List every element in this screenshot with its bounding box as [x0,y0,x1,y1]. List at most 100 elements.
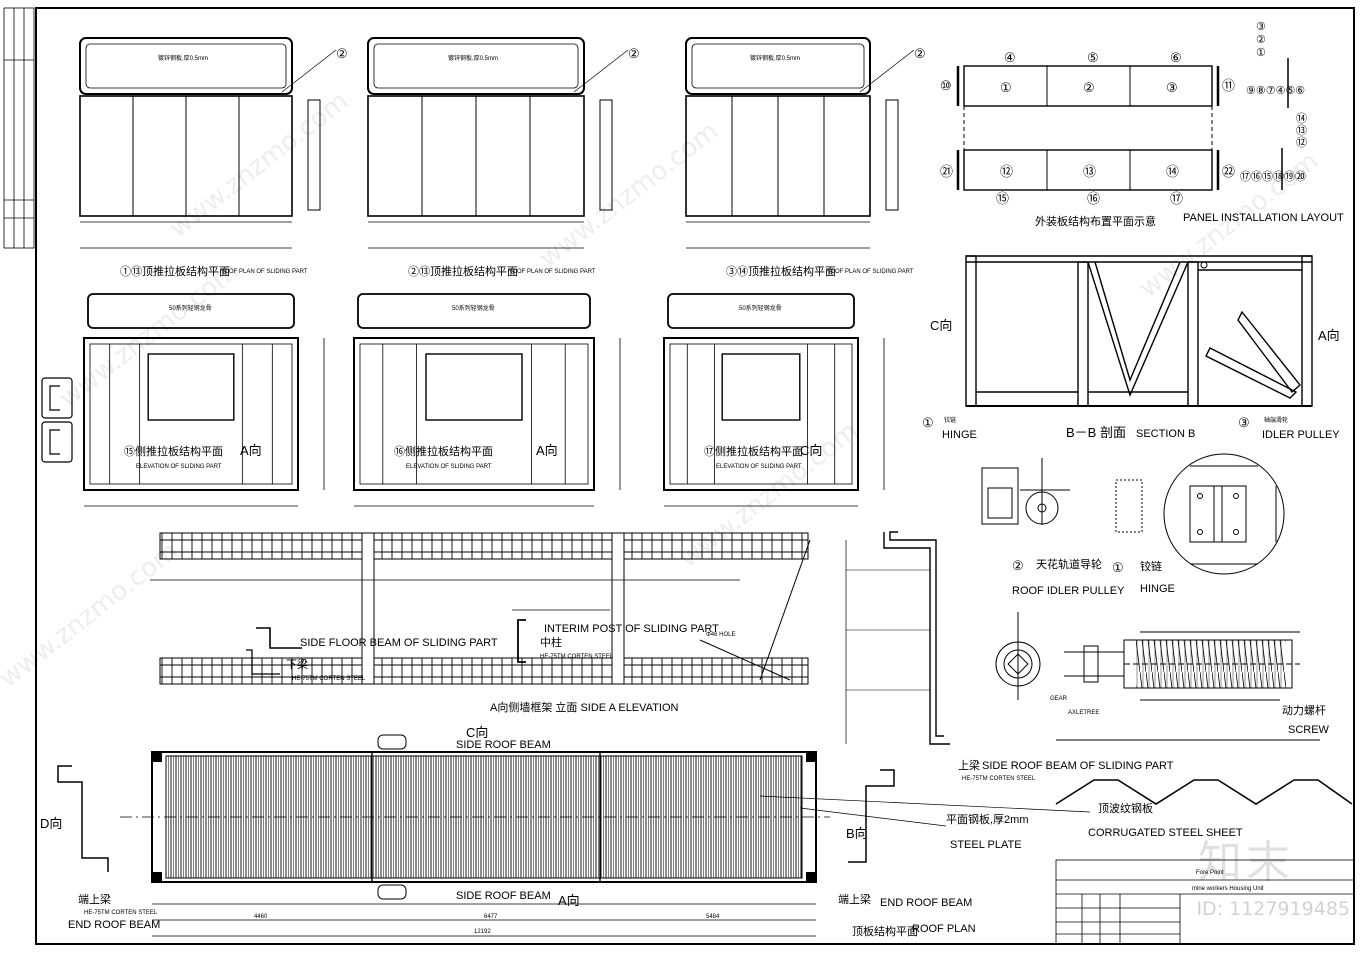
top-beam-spec: HE-75TM CORTEN STEEL [962,776,1036,782]
plate-leader [799,807,947,827]
layout-stack-mid-2: ⑬ [1296,124,1307,137]
elev-dir-2: A向 [536,443,558,458]
layout-bottom-row-numbers: ⑰⑯⑮⑱⑲⑳ [1240,170,1306,183]
image-id-label: ID: 1127919485 [1196,898,1350,920]
interim-post-spec: HE-75TM CORTEN STEEL [540,654,614,660]
elev-bar-label-1: 50系列轻钢龙骨 [169,304,212,312]
elevations-of-sliding-part: 50系列轻钢龙骨 ⑮侧推拉板结构平面 A向 ELEVATION OF SLIDING … [83,293,885,507]
end-beam-left-en: END ROOF BEAM [68,919,160,931]
roof-dim-left: 4460 [254,914,268,920]
plan-title-en-3: ROOF PLAN OF SLIDING PART [826,269,914,275]
elev-bar-label-2: 50系列轻钢龙骨 [452,304,495,312]
layout-panel-13: ⑬ [1083,164,1096,179]
channel-section-detail [41,377,73,463]
screw-thread [1136,640,1286,688]
layout-side-left-1: ⑩ [940,78,952,93]
side-roof-beam-detail [845,531,950,745]
section-left-dir: C向 [930,318,952,333]
roof-plan-title-en: ROOF PLAN [912,923,976,935]
detail-pulley-number: ② [1012,558,1024,573]
roof-dim-total: 12192 [474,929,491,935]
title-block [1055,859,1355,945]
detail-screw-en: SCREW [1288,724,1330,736]
floor-beam-profile-2 [246,649,280,675]
layout-stack-mid-3: ⑫ [1296,136,1307,149]
elev-title-1: ⑮侧推拉板结构平面 [124,444,223,458]
elev-title-2: ⑯侧推拉板结构平面 [394,444,493,458]
top-beam-cn: 上梁 [958,758,980,772]
brand-logo: 知末 [1198,837,1294,888]
detail-hinge-number: ① [1112,560,1124,575]
end-beam-right-profile [848,769,895,863]
interim-post-label: INTERIM POST OF SLIDING PART [544,623,719,635]
corrugated-cn: 顶波纹钢板 [1098,801,1153,815]
title-block-project: mine workers Housing Unit [1192,886,1264,892]
detail-hinge-cn: 铰链 [1140,559,1162,573]
section-hinge-cn: 铰链 [944,416,956,424]
layout-stack-top-2: ② [1256,34,1266,46]
section-title: B－B 剖面 [1066,425,1126,440]
layout-bottom-circle-3: ⑰ [1170,191,1183,206]
end-beam-right-cn: 端上梁 [838,892,871,906]
detail-axletree: AXLETREE [1068,710,1099,716]
section-b-b: C向 A向 ① 铰链 HINGE B－B 剖面 SECTION B ③ 轴端滑轮… [922,255,1340,441]
elev-title-en-3: ELEVATION OF SLIDING PART [716,464,802,470]
plan-title-en-1: ROOF PLAN OF SLIDING PART [220,269,308,275]
hole-label: Φ46 HOLE [706,632,735,638]
elev-dir-1: A向 [240,443,262,458]
plan-title-en-2: ROOF PLAN OF SLIDING PART [508,269,596,275]
left-revision-strip [3,7,35,249]
roof-d-dir: D向 [40,816,62,831]
plan-bar-label-3: 镀锌钢板,厚0.5mm [750,54,800,62]
layout-bottom-circle-1: ⑮ [996,191,1009,206]
layout-side-right-1: ⑪ [1222,78,1235,93]
roof-plan-title-cn: 顶板结构平面 [852,924,918,938]
plan-title-3: ③⑭顶推拉板结构平面 [726,264,836,278]
layout-side-left-2: ㉑ [940,164,953,179]
side-roof-beam-bottom: SIDE ROOF BEAM [456,890,551,902]
interim-post-cn: 中柱 [540,635,562,649]
section-hinge-number: ① [922,415,934,430]
layout-title-en: PANEL INSTALLATION LAYOUT [1183,212,1344,224]
panel-installation-layout: ④ ⑤ ⑥ ① ② ③ ⑩ ⑪ ⑫ ⑬ ⑭ ㉑ ㉒ ⑮ ⑯ ⑰ ③ ② ① ⑨⑧… [940,21,1344,228]
plan-bar-label-1: 镀锌钢板,厚0.5mm [158,54,208,62]
sheet-border [35,7,1355,945]
plan-title-1: ①⑬顶推拉板结构平面 [120,264,230,278]
elev-bar-label-3: 50系列轻钢龙骨 [739,304,782,312]
roof-dim-right: 5484 [706,914,720,920]
floor-beam-cn: 下梁 [286,657,308,671]
post-profile [517,619,526,663]
plan-bar-label-2: 镀锌钢板,厚0.5mm [448,54,498,62]
detail-pulley-en: ROOF IDLER PULLEY [1012,585,1125,597]
roof-a-dir: A向 [558,893,580,908]
roof-b-dir: B向 [846,826,868,841]
plan-callout-1: ② [336,46,348,61]
end-beam-right-en: END ROOF BEAM [880,897,972,909]
plan-callout-3: ② [914,46,926,61]
end-beam-left-cn: 端上梁 [78,892,111,906]
layout-top-circle-2: ⑤ [1087,50,1099,65]
end-beam-left-profile [57,765,109,872]
layout-title-cn: 外装板结构布置平面示意 [1035,214,1156,228]
layout-top-circle-1: ④ [1004,50,1016,65]
layout-panel-3: ③ [1166,80,1178,95]
plan-callout-2: ② [628,46,640,61]
layout-stack-top-1: ③ [1256,21,1266,33]
layout-stack-mid-1: ⑭ [1296,112,1307,125]
section-pulley-en: IDLER PULLEY [1262,429,1340,441]
detail-screw-cn: 动力螺杆 [1282,703,1326,717]
side-elevation-title: A向侧墙框架 立面 SIDE A ELEVATION [490,700,679,714]
section-right-dir: A向 [1318,328,1340,343]
detail-gear: GEAR [1050,696,1068,702]
side-elevation-c-dir: C向 [466,725,488,740]
title-block-firm: Fore Point [1196,870,1224,876]
side-roof-beam-top: SIDE ROOF BEAM [456,739,551,751]
elev-title-en-2: ELEVATION OF SLIDING PART [406,464,492,470]
detail-pulley-cn: 天花轨道导轮 [1036,557,1102,571]
layout-panel-2: ② [1083,80,1095,95]
plan-title-2: ②⑬顶推拉板结构平面 [408,264,518,278]
